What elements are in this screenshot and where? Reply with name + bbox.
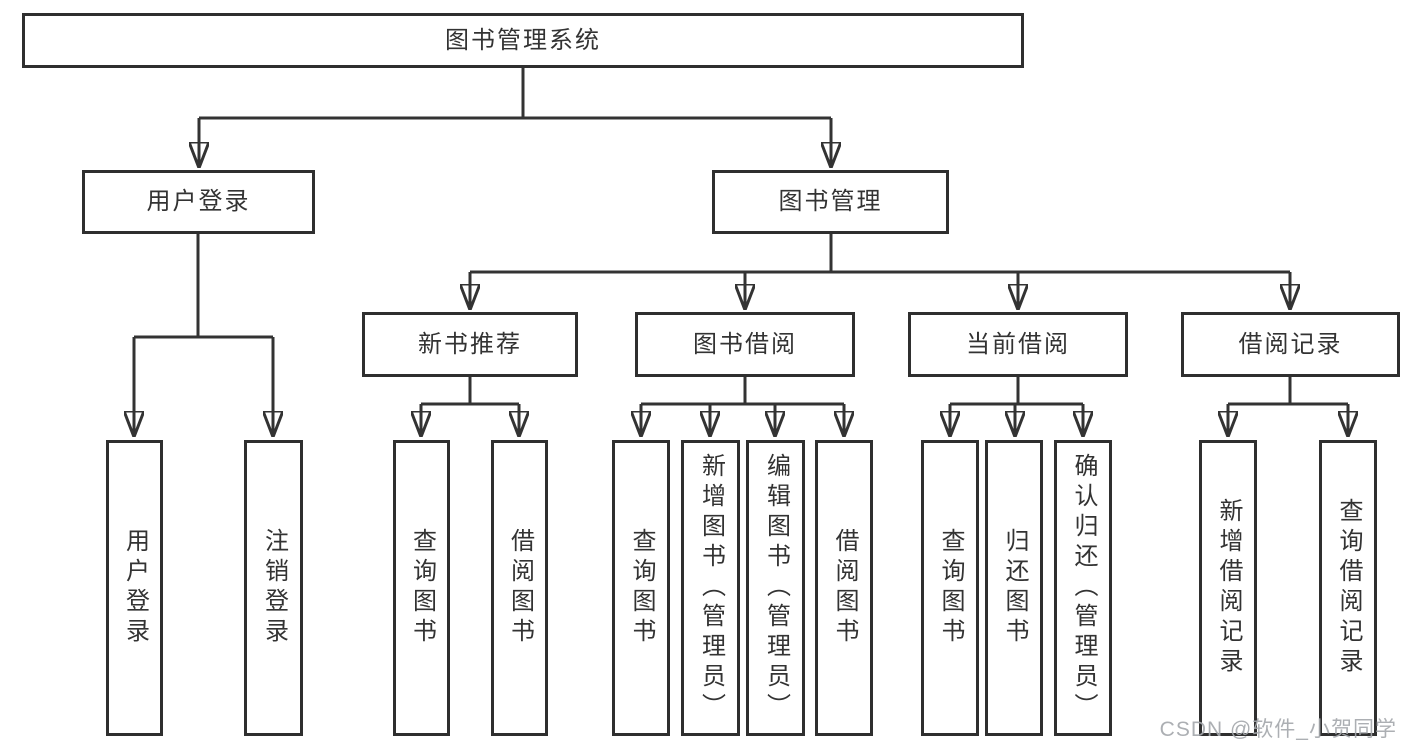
node-leaf-return-book: 归还图书 [985,440,1043,736]
node-current-borrow: 当前借阅 [908,312,1128,377]
edge-borrow-records-children [1228,377,1348,435]
node-leaf-borrow-book-2: 借阅图书 [815,440,873,736]
node-leaf-user-login: 用户登录 [106,440,163,736]
node-leaf-query-book-1: 查询图书 [393,440,450,736]
edge-book-borrow-children [641,377,844,435]
node-user-login: 用户登录 [82,170,315,234]
node-leaf-add-book-admin: 新增图书（管理员） [681,440,740,736]
edge-new-book-children [421,377,519,435]
node-leaf-borrow-book-1: 借阅图书 [491,440,548,736]
node-leaf-add-borrow-record: 新增借阅记录 [1199,440,1257,736]
node-library-management-system: 图书管理系统 [22,13,1024,68]
node-leaf-confirm-return-admin: 确认归还（管理员） [1054,440,1112,736]
node-borrow-records: 借阅记录 [1181,312,1400,377]
node-leaf-query-borrow-record: 查询借阅记录 [1319,440,1377,736]
edge-user-login-children [134,233,273,435]
edge-current-borrow-children [950,377,1083,435]
node-leaf-logout: 注销登录 [244,440,303,736]
node-book-management: 图书管理 [712,170,949,234]
edge-root-to-level2 [199,66,831,166]
node-leaf-query-book-2: 查询图书 [612,440,670,736]
csdn-watermark: CSDN @软件_小贺同学 [1159,718,1397,741]
node-new-book-recommend: 新书推荐 [362,312,578,377]
node-leaf-edit-book-admin: 编辑图书（管理员） [746,440,805,736]
node-book-borrow: 图书借阅 [635,312,855,377]
node-leaf-query-book-3: 查询图书 [921,440,979,736]
edge-book-mgmt-children [470,233,1290,308]
